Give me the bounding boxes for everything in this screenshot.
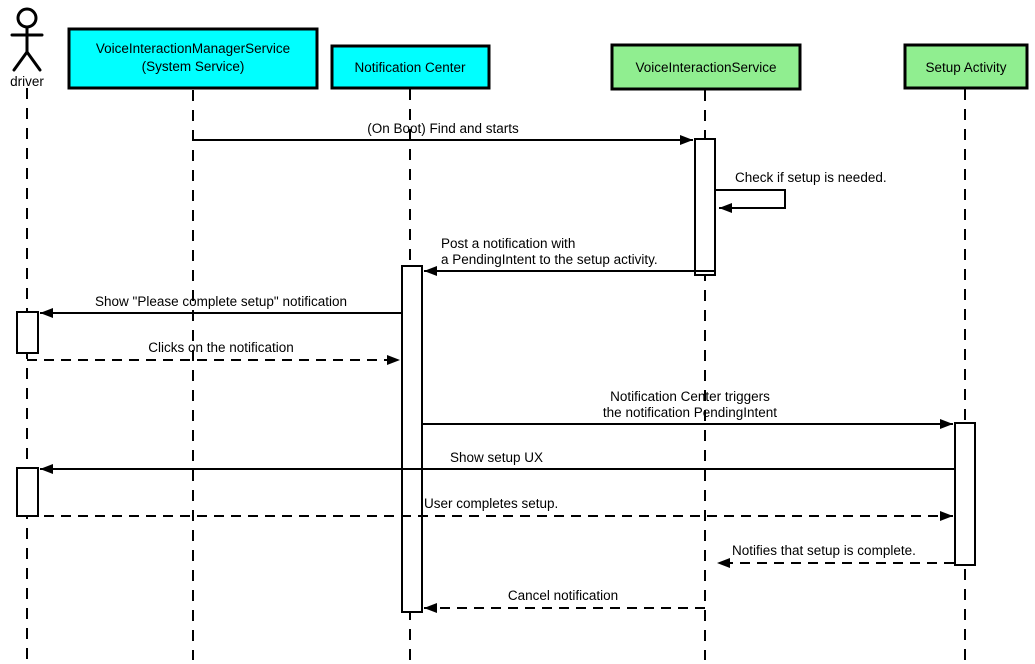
message-cancel-notification[interactable]: Cancel notification — [424, 588, 705, 613]
message-post-a-notification[interactable]: Post a notification with a PendingIntent… — [424, 236, 714, 276]
activation-bar-setupactivity — [954, 422, 976, 566]
activation-bar-vis-boot — [694, 138, 716, 276]
message-label-m6-line1: Notification Center triggers — [610, 389, 770, 404]
message-label-m8: User completes setup. — [424, 496, 558, 511]
message-show-setup-ux[interactable]: Show setup UX — [40, 450, 954, 474]
participant-box-vis — [610, 43, 802, 91]
message-label-m1: (On Boot) Find and starts — [367, 121, 519, 136]
participant-box-setupactivity — [903, 43, 1029, 90]
message-notification-center-triggers-pendingintent[interactable]: Notification Center triggers the notific… — [422, 389, 953, 429]
participant-label-driver: driver — [10, 74, 44, 89]
message-label-m9: Notifies that setup is complete. — [732, 543, 916, 558]
message-arrow-m2-self — [715, 189, 786, 213]
participant-driver[interactable]: driver — [10, 7, 44, 89]
participant-vims[interactable]: VoiceInteractionManagerService (System S… — [67, 27, 319, 90]
message-label-m7: Show setup UX — [450, 450, 543, 465]
message-label-m6-line2: the notification PendingIntent — [603, 405, 777, 420]
participant-notifcenter[interactable]: Notification Center — [330, 44, 491, 90]
message-label-m4: Show "Please complete setup" notificatio… — [95, 294, 347, 309]
message-notifies-that-setup-is-complete[interactable]: Notifies that setup is complete. — [717, 543, 954, 568]
message-label-m3-line1: Post a notification with — [441, 236, 575, 251]
participant-box-vims — [67, 27, 319, 90]
activation-bar-driver-setup — [16, 467, 39, 517]
message-on-boot-find-and-starts[interactable]: (On Boot) Find and starts — [193, 121, 693, 145]
message-label-m2: Check if setup is needed. — [735, 170, 887, 185]
participant-setupactivity[interactable]: Setup Activity — [903, 43, 1029, 90]
participant-label-notifcenter: Notification Center — [354, 60, 466, 75]
participant-label-setupactivity: Setup Activity — [925, 60, 1006, 75]
message-clicks-on-the-notification[interactable]: Clicks on the notification — [27, 340, 400, 365]
participant-vis[interactable]: VoiceInteractionService — [610, 43, 802, 91]
actor-leg-right-icon — [25, 50, 42, 72]
activation-bar-driver-notification — [16, 311, 39, 354]
message-user-completes-setup[interactable]: User completes setup. — [27, 496, 953, 521]
message-label-m10: Cancel notification — [508, 588, 618, 603]
participant-box-notifcenter — [330, 44, 491, 90]
message-label-m5: Clicks on the notification — [148, 340, 294, 355]
participant-label-vis: VoiceInteractionService — [635, 60, 776, 75]
message-label-m3-line2: a PendingIntent to the setup activity. — [441, 252, 658, 267]
message-show-please-complete-setup-notification[interactable]: Show "Please complete setup" notificatio… — [40, 294, 401, 318]
activation-bar-notifcenter — [401, 265, 423, 613]
participant-label-vims-line2: (System Service) — [142, 59, 245, 74]
participant-label-vims-line1: VoiceInteractionManagerService — [96, 41, 290, 56]
message-check-if-setup-is-needed[interactable]: Check if setup is needed. — [715, 170, 887, 213]
actor-leg-left-icon — [12, 50, 29, 72]
